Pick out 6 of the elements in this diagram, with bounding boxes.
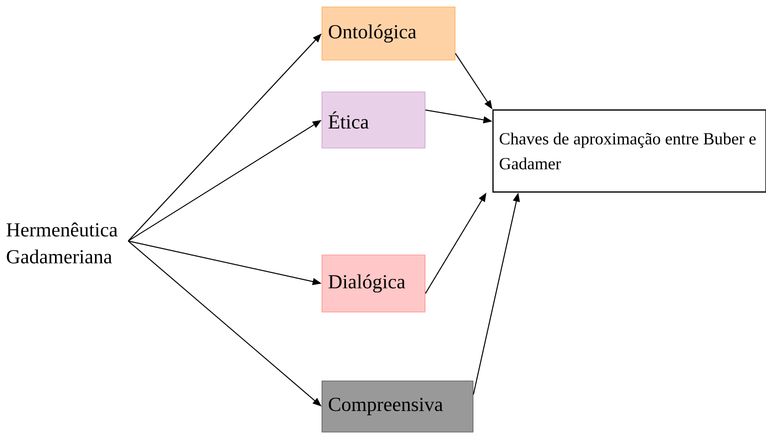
category-box: Dialógica	[322, 254, 426, 312]
text-label: Hermenêutica Gadameriana	[6, 222, 118, 264]
result-box: Chaves de aproximação entre Buber e Gadamer	[492, 109, 766, 193]
category-box: Ontológica	[322, 6, 456, 60]
category-box: Ética	[322, 92, 426, 148]
category-box: Compreensiva	[322, 380, 474, 432]
